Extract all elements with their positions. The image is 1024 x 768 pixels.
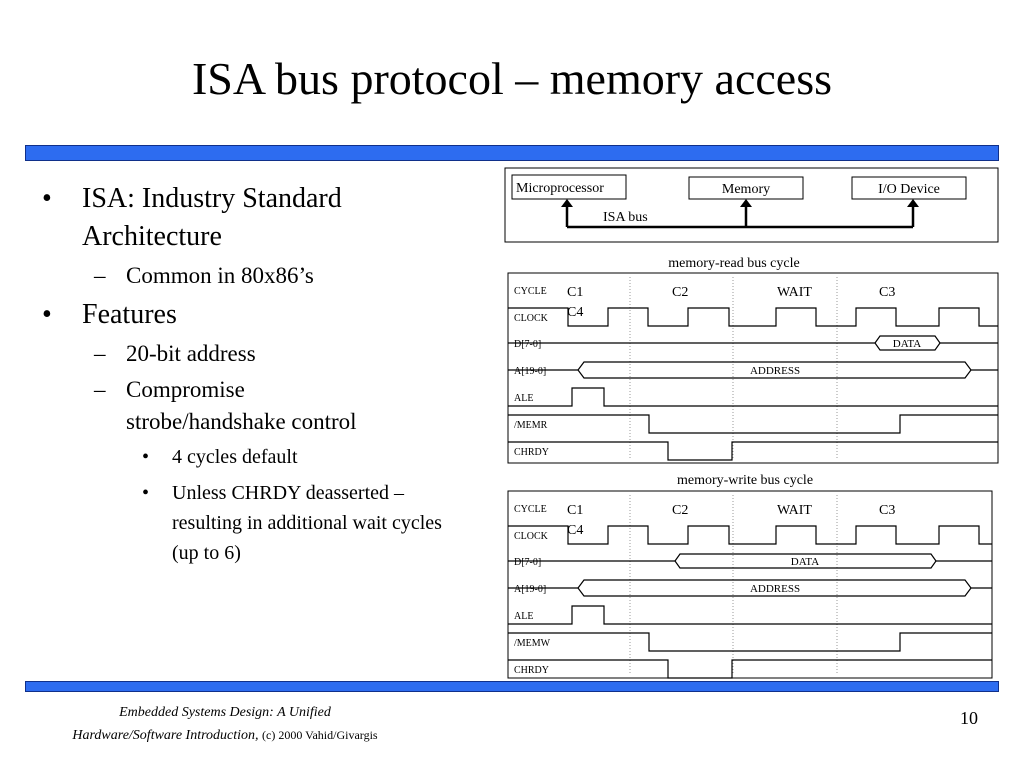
sub-sub-bullet-text: 4 cycles default: [172, 446, 298, 468]
signal-label: /MEMR: [514, 420, 548, 431]
signal-label: D[7-0]: [514, 557, 541, 568]
sub-sub-bullet-item: •4 cycles default: [142, 446, 298, 468]
memory-write-timing: CYCLE CLOCK D[7-0] A[19-0] ALE/MEMW CHRDY C1C4…: [507, 490, 993, 679]
top-divider-band: [25, 145, 999, 161]
data-valid-box: [874, 335, 941, 351]
address-label: ADDRESS: [750, 365, 800, 377]
read-cycle-caption: memory-read bus cycle: [668, 256, 799, 271]
signal-label: CHRDY: [514, 665, 549, 676]
timing-frame: [507, 272, 999, 464]
sub-sub-bullet-item: •Unless CHRDY deasserted – resulting in …: [142, 482, 442, 564]
write-cycle-caption: memory-write bus cycle: [677, 473, 813, 488]
footer-book-line1: Embedded Systems Design: A Unified: [119, 705, 331, 720]
sub-bullet-item: –20-bit address: [94, 341, 256, 366]
chrdy-waveform: [508, 441, 998, 461]
bullet-item: •Features: [42, 299, 177, 330]
bullet-item: •ISA: Industry Standard Architecture: [42, 183, 342, 252]
signal-label: ALE: [514, 611, 533, 622]
signal-label: CLOCK: [514, 313, 549, 324]
cycle-label: C2: [672, 285, 688, 300]
chrdy-waveform: [508, 659, 992, 679]
sub-bullet-item: –Compromise strobe/handshake control: [94, 377, 357, 434]
page-number: 10: [960, 708, 978, 728]
clock-waveform: [508, 525, 992, 545]
signal-label: CLOCK: [514, 531, 549, 542]
signal-label: /MEMW: [514, 638, 551, 649]
sub-sub-bullet-text: Unless CHRDY deasserted – resulting in a…: [172, 482, 442, 564]
data-label: DATA: [893, 338, 922, 350]
strobe-waveform: [508, 414, 998, 434]
isa-bus-label: ISA bus: [603, 210, 648, 225]
bottom-divider-band: [25, 681, 999, 692]
address-valid-box: [577, 579, 972, 597]
signal-label: ALE: [514, 393, 533, 404]
address-valid-box: [577, 361, 972, 379]
clock-waveform: [508, 307, 998, 327]
ale-waveform: [508, 387, 998, 407]
slide-title: ISA bus protocol – memory access: [191, 53, 833, 104]
signal-label: CYCLE: [514, 504, 547, 515]
bullet-text: ISA: Industry Standard Architecture: [82, 183, 342, 252]
isa-bus-lines: [565, 205, 915, 229]
cycle-label: C3: [879, 285, 895, 300]
io-device-label: I/O Device: [878, 182, 940, 197]
cycle-label: C4: [567, 305, 583, 320]
sub-bullet-text: 20-bit address: [126, 341, 256, 366]
timing-frame: [507, 490, 993, 679]
footer-copyright: (c) 2000 Vahid/Givargis: [262, 728, 378, 742]
footer-citation: Embedded Systems Design: A Unified Hardw…: [30, 702, 420, 747]
footer-book-line2: Hardware/Software Introduction,: [72, 728, 259, 743]
cycle-label: WAIT: [777, 503, 812, 518]
microprocessor-box: [511, 174, 627, 200]
system-diagram: Microprocessor Memory I/O Device ISA bus: [504, 167, 999, 243]
cycle-label: C4: [567, 523, 583, 538]
data-label: DATA: [791, 556, 820, 568]
sub-bullet-text: Compromise strobe/handshake control: [126, 377, 357, 434]
signal-label: D[7-0]: [514, 339, 541, 350]
sub-bullet-text: Common in 80x86’s: [126, 263, 314, 288]
data-valid-box: [674, 553, 937, 569]
microprocessor-label: Microprocessor: [516, 181, 604, 196]
signal-label: A[19-0]: [514, 584, 546, 595]
bullet-text: Features: [82, 299, 177, 330]
cycle-label: C3: [879, 503, 895, 518]
cycle-label: C1: [567, 503, 583, 518]
cycle-label: C2: [672, 503, 688, 518]
memory-read-timing: CYCLE CLOCK D[7-0] A[19-0] ALE/MEMR CHRDY C1C4…: [507, 272, 999, 464]
io-device-box: [851, 176, 967, 200]
ale-waveform: [508, 605, 992, 625]
signal-label: CHRDY: [514, 447, 549, 458]
signal-label: CYCLE: [514, 286, 547, 297]
memory-label: Memory: [722, 182, 770, 197]
cycle-label: C1: [567, 285, 583, 300]
sub-bullet-item: –Common in 80x86’s: [94, 263, 314, 288]
address-label: ADDRESS: [750, 583, 800, 595]
bullet-list: •ISA: Industry Standard Architecture –Co…: [38, 180, 468, 574]
strobe-waveform: [508, 632, 992, 652]
cycle-label: WAIT: [777, 285, 812, 300]
signal-label: A[19-0]: [514, 366, 546, 377]
